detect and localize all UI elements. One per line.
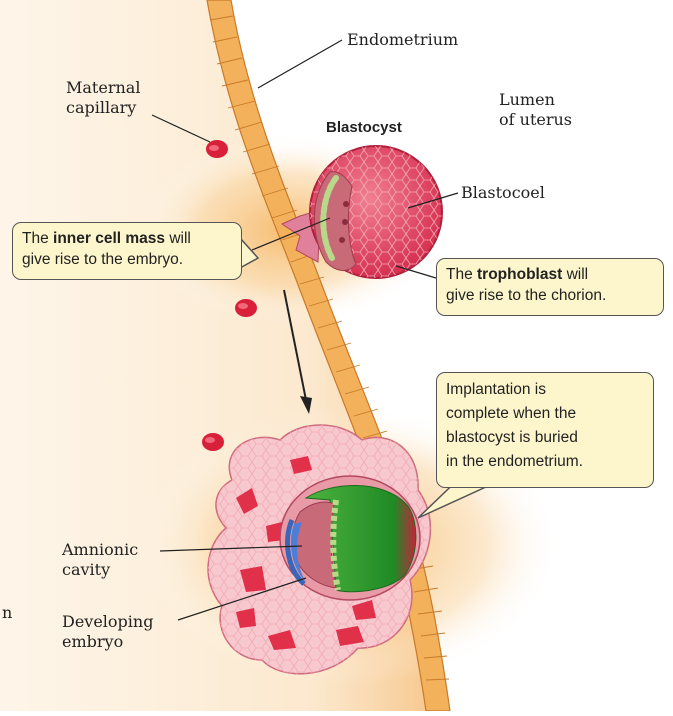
developing-line1: Developing [62,612,153,632]
lumen-line1: Lumen [499,90,572,110]
trophoblast-callout-line2: give rise to the chorion. [446,285,654,306]
inner-cell-mass-callout: The inner cell mass will give rise to th… [12,222,242,280]
callout-text: will [165,230,191,247]
implantation-callout: Implantation is complete when the blasto… [436,372,654,488]
capillary-cell [238,303,248,309]
lumen-label: Lumen of uterus [499,90,572,130]
endometrium-label: Endometrium [347,30,458,50]
blastocoel-label: Blastocoel [461,183,545,203]
lumen-line2: of uterus [499,110,572,130]
callout-bold-term: trophoblast [477,266,562,283]
trophoblast-callout-line1: The trophoblast will [446,264,654,285]
callout-text: The [22,230,53,247]
callout-text: The [446,266,477,283]
implantation-callout-line4: in the endometrium. [446,450,644,474]
callout-text: will [562,266,588,283]
inner-cell-mass-callout-line2: give rise to the embryo. [22,249,232,270]
amnionic-line2: cavity [62,560,138,580]
callout-bold-term: inner cell mass [53,230,165,247]
inner-cell-mass-callout-line1: The inner cell mass will [22,228,232,249]
maternal-capillary-line2: capillary [66,98,140,118]
maternal-capillary-label: Maternal capillary [66,78,140,118]
cropped-edge-text: n [2,603,12,623]
amnionic-cavity-label: Amnionic cavity [62,540,138,580]
developing-line2: embryo [62,632,153,652]
implantation-callout-line2: complete when the [446,402,644,426]
amnionic-line1: Amnionic [62,540,138,560]
maternal-capillary-line1: Maternal [66,78,140,98]
implantation-callout-line1: Implantation is [446,378,644,402]
developing-embryo-label: Developing embryo [62,612,153,652]
trophoblast-callout: The trophoblast will give rise to the ch… [436,258,664,316]
blastocyst-label: Blastocyst [326,118,402,138]
implantation-callout-line3: blastocyst is buried [446,426,644,450]
capillary-cell [209,145,219,151]
capillary-cell [205,437,215,443]
